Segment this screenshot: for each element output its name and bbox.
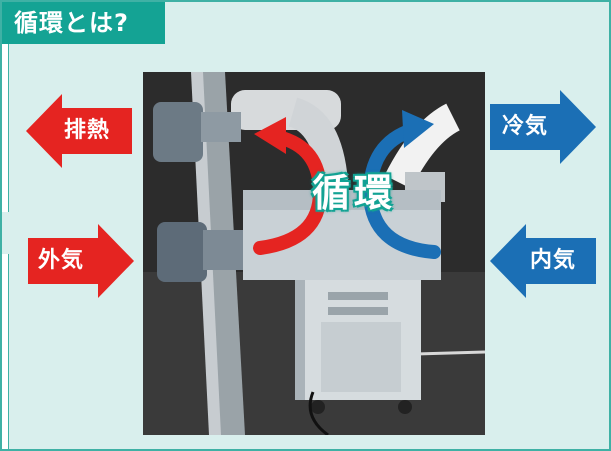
- left-divider-bottom: [2, 254, 9, 449]
- page-title: 循環とは?: [2, 2, 165, 44]
- inside-air-label: 内気: [530, 248, 577, 273]
- left-arrow-icon: [26, 94, 132, 168]
- exhaust-label: 排熱: [64, 118, 111, 143]
- left-arrow-icon: [490, 224, 596, 298]
- curved-red-arrow-icon: [253, 117, 328, 255]
- outside-air-arrow: 外気: [28, 224, 134, 298]
- cool-air-label: 冷気: [502, 114, 549, 139]
- circulation-label: 循環: [311, 171, 396, 215]
- left-divider-top: [2, 44, 9, 212]
- cool-air-arrow: 冷気: [490, 90, 596, 164]
- outside-air-label: 外気: [38, 248, 85, 273]
- right-arrow-icon: [490, 90, 596, 164]
- curved-blue-arrow-icon: [362, 110, 441, 259]
- exhaust-arrow: 排熱: [26, 94, 132, 168]
- inside-air-arrow: 内気: [490, 224, 596, 298]
- right-arrow-icon: [28, 224, 134, 298]
